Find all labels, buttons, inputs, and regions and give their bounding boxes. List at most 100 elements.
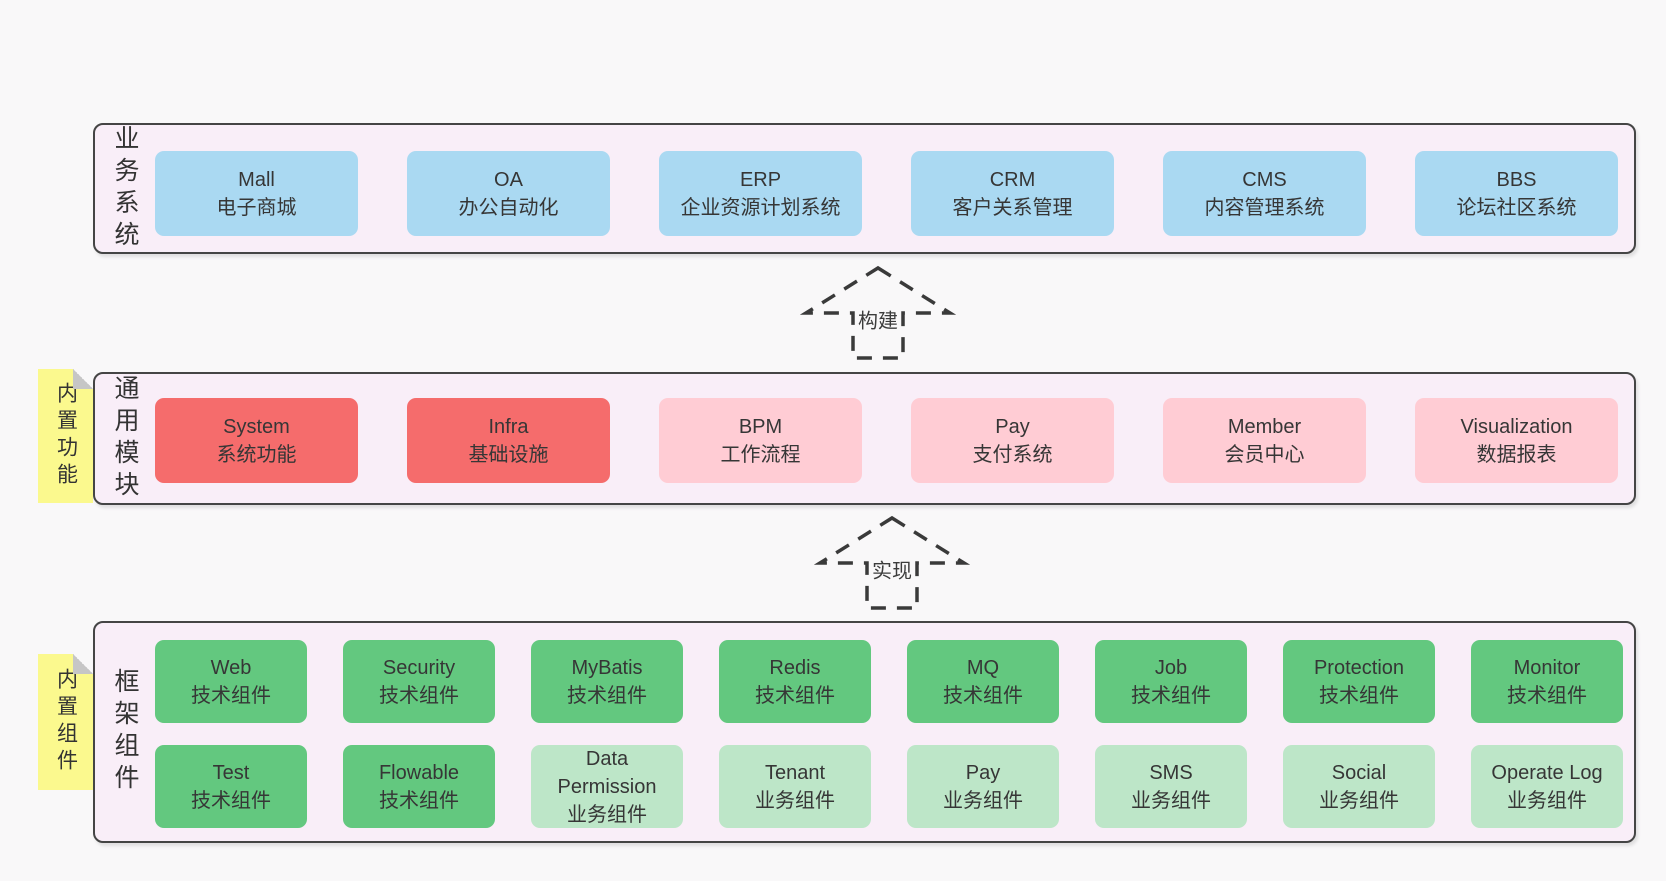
box-title: Pay <box>965 761 1001 784</box>
box-member: Member 会员中心 <box>1163 398 1366 483</box>
box-subtitle: 业务组件 <box>1131 789 1211 812</box>
box-title: Operate Log <box>1491 761 1603 784</box>
arrow-implement: 实现 <box>813 512 971 614</box>
box-subtitle: 技术组件 <box>191 789 271 812</box>
box-flowable: Flowable 技术组件 <box>343 745 495 828</box>
box-subtitle: 技术组件 <box>1131 684 1211 707</box>
box-visualization: Visualization 数据报表 <box>1415 398 1618 483</box>
box-title: OA <box>494 168 523 191</box>
box-pay: Pay 支付系统 <box>911 398 1114 483</box>
box-subtitle: 技术组件 <box>943 684 1023 707</box>
box-subtitle: 技术组件 <box>567 684 647 707</box>
box-bbs: BBS 论坛社区系统 <box>1415 151 1618 236</box>
box-title: MQ <box>966 656 1000 679</box>
box-operate-log: Operate Log 业务组件 <box>1471 745 1623 828</box>
dashed-up-arrow-icon <box>813 515 971 610</box>
box-subtitle: 业务组件 <box>943 789 1023 812</box>
box-title: Protection <box>1313 656 1405 679</box>
arrow-label: 实现 <box>869 553 915 585</box>
box-system: System 系统功能 <box>155 398 358 483</box>
box-subtitle: 技术组件 <box>1507 684 1587 707</box>
box-security: Security 技术组件 <box>343 640 495 723</box>
box-title: SMS <box>1149 761 1193 784</box>
box-crm: CRM 客户关系管理 <box>911 151 1114 236</box>
box-title: BPM <box>738 415 783 438</box>
box-subtitle: 会员中心 <box>1224 443 1305 466</box>
box-subtitle: 技术组件 <box>379 789 459 812</box>
box-subtitle: 技术组件 <box>755 684 835 707</box>
box-title: Mall <box>238 168 275 191</box>
box-redis: Redis 技术组件 <box>719 640 871 723</box>
box-subtitle: 客户关系管理 <box>952 196 1073 219</box>
box-title: Infra <box>488 415 529 438</box>
sticky-tag-built-in-components: 内置组件 <box>38 654 93 790</box>
layer-common-modules: 通用模块 System 系统功能 Infra 基础设施 BPM 工作流程 Pay… <box>93 372 1636 505</box>
box-web: Web 技术组件 <box>155 640 307 723</box>
box-title: MyBatis <box>571 656 643 679</box>
folded-corner-icon <box>73 369 93 389</box>
box-title: Monitor <box>1513 656 1581 679</box>
box-title: Job <box>1154 656 1188 679</box>
box-title: Pay <box>995 415 1030 438</box>
box-subtitle: 系统功能 <box>216 443 297 466</box>
box-title: BBS <box>1496 168 1537 191</box>
box-title: Data Permission <box>557 747 657 798</box>
box-data-permission: Data Permission 业务组件 <box>531 745 683 828</box>
box-test: Test 技术组件 <box>155 745 307 828</box>
box-oa: OA 办公自动化 <box>407 151 610 236</box>
layer-business-systems: 业务系统 Mall 电子商城 OA 办公自动化 ERP 企业资源计划系统 CRM… <box>93 123 1636 254</box>
box-subtitle: 电子商城 <box>216 196 297 219</box>
box-title: CMS <box>1242 168 1287 191</box>
box-subtitle: 企业资源计划系统 <box>680 196 841 219</box>
sticky-tag-label: 内置功能 <box>54 382 78 490</box>
box-subtitle: 基础设施 <box>468 443 549 466</box>
box-monitor: Monitor 技术组件 <box>1471 640 1623 723</box>
sticky-tag-label: 内置组件 <box>54 668 78 776</box>
box-pay-biz: Pay 业务组件 <box>907 745 1059 828</box>
sticky-tag-built-in-features: 内置功能 <box>38 369 93 503</box>
box-subtitle: 支付系统 <box>972 443 1053 466</box>
box-subtitle: 业务组件 <box>567 803 647 826</box>
box-subtitle: 业务组件 <box>755 789 835 812</box>
box-title: Visualization <box>1460 415 1573 438</box>
box-subtitle: 技术组件 <box>1319 684 1399 707</box>
layer-label: 业务系统 <box>111 124 139 253</box>
arrow-label: 构建 <box>855 303 901 335</box>
box-subtitle: 技术组件 <box>379 684 459 707</box>
box-title: Tenant <box>764 761 826 784</box>
box-title: Member <box>1227 415 1302 438</box>
box-title: Web <box>210 656 252 679</box>
box-sms: SMS 业务组件 <box>1095 745 1247 828</box>
box-mq: MQ 技术组件 <box>907 640 1059 723</box>
box-title: Test <box>212 761 250 784</box>
box-protection: Protection 技术组件 <box>1283 640 1435 723</box>
box-mall: Mall 电子商城 <box>155 151 358 236</box>
box-title: Flowable <box>378 761 460 784</box>
layer-label: 通用模块 <box>111 374 139 503</box>
box-cms: CMS 内容管理系统 <box>1163 151 1366 236</box>
box-subtitle: 数据报表 <box>1476 443 1557 466</box>
box-job: Job 技术组件 <box>1095 640 1247 723</box>
dashed-up-arrow-icon <box>799 265 957 360</box>
box-subtitle: 业务组件 <box>1319 789 1399 812</box>
box-subtitle: 办公自动化 <box>458 196 559 219</box>
box-title: Security <box>382 656 456 679</box>
box-social: Social 业务组件 <box>1283 745 1435 828</box>
box-title: Social <box>1331 761 1387 784</box>
box-subtitle: 业务组件 <box>1507 789 1587 812</box>
box-subtitle: 技术组件 <box>191 684 271 707</box>
box-mybatis: MyBatis 技术组件 <box>531 640 683 723</box>
box-subtitle: 工作流程 <box>720 443 801 466</box>
folded-corner-icon <box>73 654 93 674</box>
box-bpm: BPM 工作流程 <box>659 398 862 483</box>
layer-label: 框架组件 <box>111 668 139 796</box>
box-title: Redis <box>769 656 821 679</box>
box-infra: Infra 基础设施 <box>407 398 610 483</box>
box-title: ERP <box>739 168 782 191</box>
box-erp: ERP 企业资源计划系统 <box>659 151 862 236</box>
layer-framework-components: 框架组件 Web 技术组件 Security 技术组件 MyBatis 技术组件… <box>93 621 1636 843</box>
box-subtitle: 论坛社区系统 <box>1456 196 1577 219</box>
arrow-build: 构建 <box>799 262 957 364</box>
box-tenant: Tenant 业务组件 <box>719 745 871 828</box>
